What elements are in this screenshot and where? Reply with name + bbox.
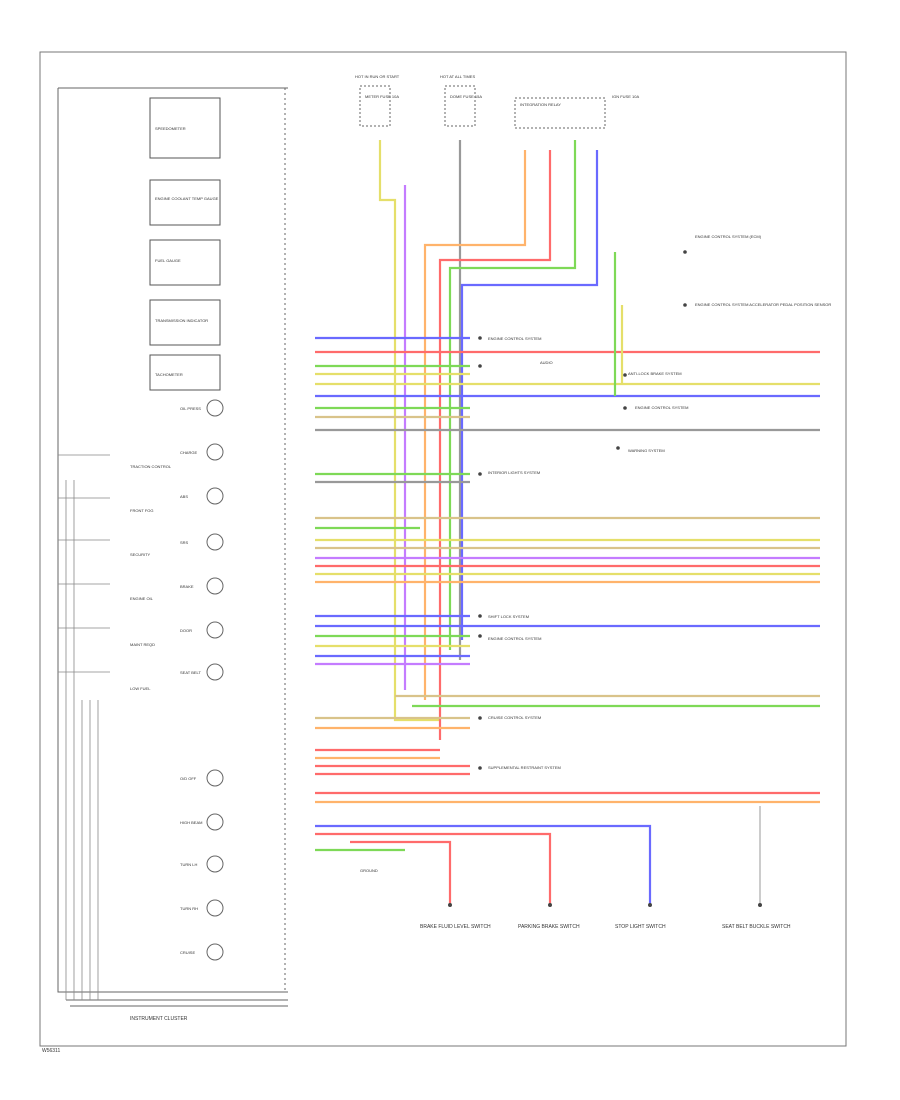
fuse-label: DOME FUSE 15A	[450, 94, 482, 99]
system-label: SUPPLEMENTAL RESTRAINT SYSTEM	[488, 765, 561, 770]
indicator-label: BRAKE	[180, 584, 194, 589]
stub-wires	[315, 336, 470, 776]
indicator-label: SRS	[180, 540, 189, 545]
left-label: FRONT FOG	[130, 508, 153, 513]
system-label: ENGINE CONTROL SYSTEM	[488, 636, 541, 641]
system-label: AUDIO	[540, 360, 553, 365]
left-label: SECURITY	[130, 552, 151, 557]
indicator-label: SEAT BELT	[180, 670, 201, 675]
system-label: INTERIOR LIGHTS SYSTEM	[488, 470, 540, 475]
indicator-label: TURN RH	[180, 906, 198, 911]
gauge-blocks	[149, 97, 221, 391]
indicator-label: TURN LH	[180, 862, 197, 867]
component-label: PARKING BRAKE SWITCH	[518, 924, 580, 930]
left-labels: TRACTION CONTROL FRONT FOG SECURITY ENGI…	[130, 464, 172, 691]
footer-code: W56311	[42, 1048, 60, 1054]
left-label: ENGINE OIL	[130, 596, 154, 601]
gauge-label: TRANSMISSION INDICATOR	[155, 318, 208, 323]
system-label: ENGINE CONTROL SYSTEM	[635, 405, 688, 410]
bottom-wires	[315, 806, 761, 905]
left-label: LOW FUEL	[130, 686, 151, 691]
instrument-cluster	[57, 87, 288, 1007]
indicator-label: HIGH BEAM	[180, 820, 202, 825]
junction-dots	[448, 250, 762, 907]
gauge-labels: SPEEDOMETER ENGINE COOLANT TEMP GAUGE FU…	[155, 126, 219, 377]
connector-label: HOT IN RUN OR START	[355, 74, 400, 79]
left-label: TRACTION CONTROL	[130, 464, 172, 469]
system-labels: ENGINE CONTROL SYSTEM (ECM) ENGINE CONTR…	[488, 234, 831, 770]
indicator-label: DOOR	[180, 628, 192, 633]
bottom-components: BRAKE FLUID LEVEL SWITCH PARKING BRAKE S…	[360, 868, 791, 930]
indicator-label: CHARGE	[180, 450, 197, 455]
gauge-label: SPEEDOMETER	[155, 126, 186, 131]
left-label: MAINT REQD	[130, 642, 155, 647]
component-label: BRAKE FLUID LEVEL SWITCH	[420, 924, 491, 930]
system-label: ANTI-LOCK BRAKE SYSTEM	[628, 371, 682, 376]
connector-label: INTEGRATION RELAY	[520, 102, 561, 107]
horizontal-wires	[315, 252, 820, 804]
system-label: WARNING SYSTEM	[628, 448, 665, 453]
connector-box	[359, 85, 391, 127]
connector-box	[444, 85, 476, 127]
gauge-label: ENGINE COOLANT TEMP GAUGE	[155, 196, 219, 201]
indicator-label: ABS	[180, 494, 188, 499]
left-bus-lines	[58, 454, 110, 1000]
indicator-bulbs	[206, 399, 224, 961]
gauge-label: FUEL GAUGE	[155, 258, 181, 263]
indicator-label: OIL PRESS	[180, 406, 201, 411]
system-label: SHIFT LOCK SYSTEM	[488, 614, 529, 619]
component-label: STOP LIGHT SWITCH	[615, 924, 666, 930]
indicator-label: CRUISE	[180, 950, 195, 955]
component-label: SEAT BELT BUCKLE SWITCH	[722, 924, 791, 930]
fuse-label: METER FUSE 10A	[365, 94, 399, 99]
ground-label: GROUND	[360, 868, 378, 873]
connector-box	[514, 97, 606, 129]
fuse-label: IGN FUSE 10A	[612, 94, 639, 99]
system-label: ENGINE CONTROL SYSTEM	[488, 336, 541, 341]
indicator-label: O/D OFF	[180, 776, 197, 781]
top-connectors: HOT IN RUN OR START HOT AT ALL TIMES INT…	[355, 74, 639, 129]
cluster-label: INSTRUMENT CLUSTER	[130, 1016, 188, 1022]
system-label: CRUISE CONTROL SYSTEM	[488, 715, 541, 720]
system-label: ENGINE CONTROL SYSTEM ACCELERATOR PEDAL …	[695, 302, 831, 307]
gauge-label: TACHOMETER	[155, 372, 183, 377]
vertical-wires	[378, 140, 599, 740]
connector-label: HOT AT ALL TIMES	[440, 74, 475, 79]
indicator-labels: OIL PRESS CHARGE ABS SRS BRAKE DOOR SEAT…	[180, 406, 202, 955]
system-label: ENGINE CONTROL SYSTEM (ECM)	[695, 234, 762, 239]
